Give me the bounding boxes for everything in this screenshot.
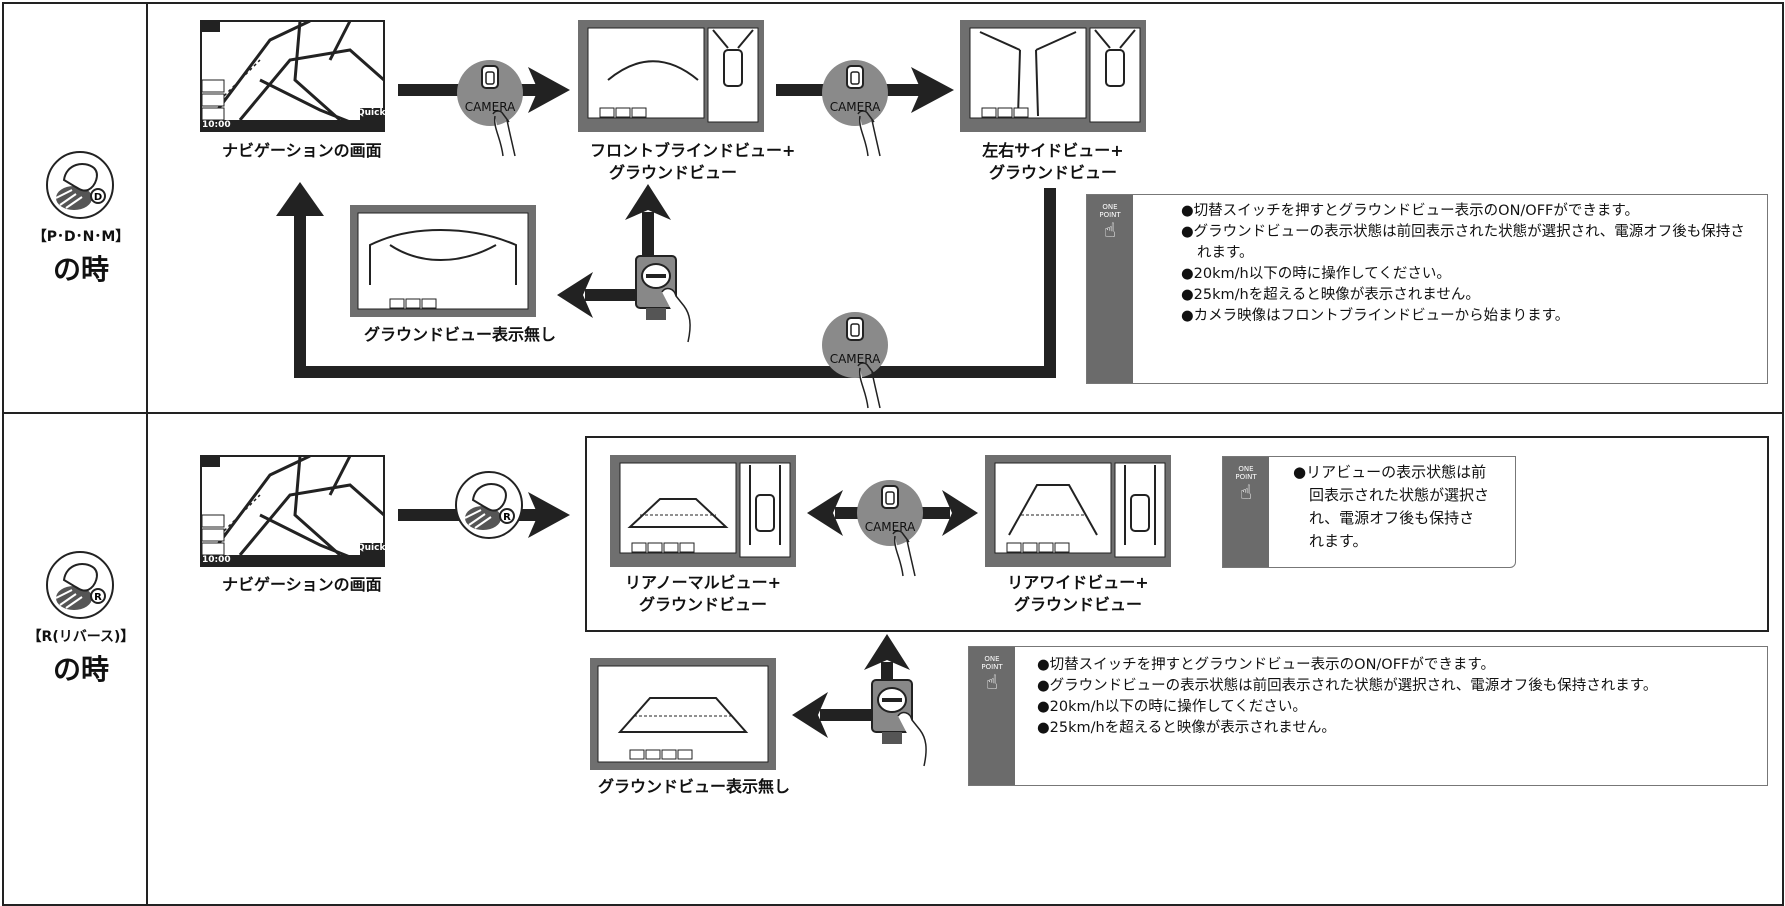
ground-view-off-label: グラウンドビュー表示無し — [598, 777, 791, 796]
pointing-hand-icon: ☝ — [1239, 480, 1253, 504]
arrow-left-icon — [792, 692, 880, 738]
ground-view-switch-icon[interactable] — [632, 252, 702, 347]
camera-label: CAMERA — [464, 100, 516, 114]
note-item: グラウンドビューの表示状態は前回表示された状態が選択され、電源オフ後も保持されま… — [1181, 222, 1753, 264]
rear-wide-view-label-line1: リアワイドビュー+ — [1007, 573, 1149, 592]
front-view-label-line2: グラウンドビュー — [608, 163, 737, 182]
camera-button[interactable] — [820, 58, 890, 158]
mode-label-pdnm: 【P･D･N･M】 — [32, 229, 130, 245]
one-point-badge: ONE POINT ☝ — [1093, 203, 1127, 241]
navi-screen-label: ナビゲーションの画面 — [222, 575, 382, 594]
note-item: 切替スイッチを押すとグラウンドビュー表示のON/OFFができます。 — [1037, 655, 1753, 676]
one-point-text: ONE POINT — [981, 655, 1003, 671]
camera-label: CAMERA — [864, 520, 916, 534]
svg-text:R: R — [94, 592, 102, 603]
side-view-label-line2: グラウンドビュー — [988, 163, 1117, 182]
rear-normal-view-label-line2: グラウンドビュー — [638, 595, 767, 614]
note-list: 切替スイッチを押すとグラウンドビュー表示のON/OFFができます。 グラウンドビ… — [1181, 201, 1753, 327]
one-point-note-small: ONE POINT ☝ リアビューの表示状態は前回表示された状態が選択され、電源… — [1222, 456, 1516, 568]
one-point-note: ONE POINT ☝ 切替スイッチを押すとグラウンドビュー表示のON/OFFが… — [1086, 194, 1768, 384]
one-point-bar — [1223, 457, 1269, 567]
ground-view-off-screen — [350, 205, 536, 317]
rear-wide-view-label-line2: グラウンドビュー — [1013, 595, 1142, 614]
one-point-badge: ONE POINT ☝ — [975, 655, 1009, 693]
svg-text:R: R — [503, 512, 511, 523]
rear-normal-view-label: リアノーマルビュー+ グラウンドビュー — [618, 572, 788, 616]
note-list: リアビューの表示状態は前回表示された状態が選択され、電源オフ後も保持されます。 — [1293, 461, 1489, 553]
side-view-label-line1: 左右サイドビュー+ — [982, 141, 1124, 160]
note-list: 切替スイッチを押すとグラウンドビュー表示のON/OFFができます。 グラウンドビ… — [1037, 655, 1753, 739]
pointing-hand-icon: ☝ — [985, 670, 999, 694]
one-point-note: ONE POINT ☝ 切替スイッチを押すとグラウンドビュー表示のON/OFFが… — [968, 646, 1768, 786]
note-item: 切替スイッチを押すとグラウンドビュー表示のON/OFFができます。 — [1181, 201, 1753, 222]
rear-view-group — [585, 436, 1769, 632]
front-view-label: フロントブラインドビュー+ グラウンドビュー — [590, 140, 795, 184]
pointing-hand-icon: ☝ — [1103, 218, 1117, 242]
navi-quick: Quick — [357, 108, 386, 118]
mode-when-reverse: の時 — [52, 653, 109, 686]
navigation-screen — [200, 20, 385, 132]
front-view-label-line1: フロントブラインドビュー+ — [590, 141, 796, 160]
ground-view-off-label: グラウンドビュー表示無し — [364, 325, 557, 344]
svg-text:D: D — [94, 192, 102, 203]
return-arrow-path — [276, 182, 1056, 378]
navi-time: 10:00 — [202, 555, 231, 565]
navi-time: 10:00 — [202, 120, 231, 130]
navigation-screen — [200, 455, 385, 567]
rear-normal-view-label-line1: リアノーマルビュー+ — [625, 573, 781, 592]
side-view-label: 左右サイドビュー+ グラウンドビュー — [970, 140, 1136, 184]
note-item: グラウンドビューの表示状態は前回表示された状態が選択され、電源オフ後も保持されま… — [1037, 676, 1753, 697]
ground-view-switch-icon[interactable] — [868, 676, 938, 771]
one-point-text: ONE POINT — [1099, 203, 1121, 219]
ground-view-off-screen — [590, 658, 776, 770]
front-blind-view-screen — [578, 20, 764, 132]
navi-quick: Quick — [357, 543, 386, 553]
one-point-text: ONE POINT — [1235, 465, 1257, 481]
note-item: 25km/hを超えると映像が表示されません。 — [1181, 285, 1753, 306]
camera-label: CAMERA — [829, 100, 881, 114]
note-item: 20km/h以下の時に操作してください。 — [1181, 264, 1753, 285]
one-point-badge: ONE POINT ☝ — [1229, 465, 1263, 503]
column-divider — [146, 2, 148, 904]
note-item: カメラ映像はフロントブラインドビューから始まります。 — [1181, 306, 1753, 327]
one-point-bar — [969, 647, 1015, 785]
note-item: リアビューの表示状態は前回表示された状態が選択され、電源オフ後も保持されます。 — [1293, 461, 1489, 553]
rear-wide-view-screen — [985, 455, 1171, 567]
camera-label: CAMERA — [829, 352, 881, 366]
mode-label-reverse: 【R(リバース)】 — [27, 629, 135, 645]
camera-button[interactable] — [855, 478, 925, 578]
shift-lever-pdnm-icon: D — [46, 151, 114, 219]
rear-normal-view-screen — [610, 455, 796, 567]
shift-lever-reverse-icon: R — [46, 551, 114, 619]
arrow-up-icon — [625, 184, 671, 262]
camera-button[interactable] — [820, 310, 890, 410]
one-point-bar — [1087, 195, 1133, 383]
side-view-screen — [960, 20, 1146, 132]
shift-to-reverse-icon: R — [455, 471, 523, 539]
note-item: 25km/hを超えると映像が表示されません。 — [1037, 718, 1753, 739]
row-divider — [2, 412, 1782, 414]
note-item: 20km/h以下の時に操作してください。 — [1037, 697, 1753, 718]
navi-screen-label: ナビゲーションの画面 — [222, 141, 382, 160]
arrow-left-icon — [557, 272, 645, 318]
rear-wide-view-label: リアワイドビュー+ グラウンドビュー — [993, 572, 1163, 616]
mode-when-pdnm: の時 — [52, 253, 109, 286]
camera-button[interactable] — [455, 58, 525, 158]
